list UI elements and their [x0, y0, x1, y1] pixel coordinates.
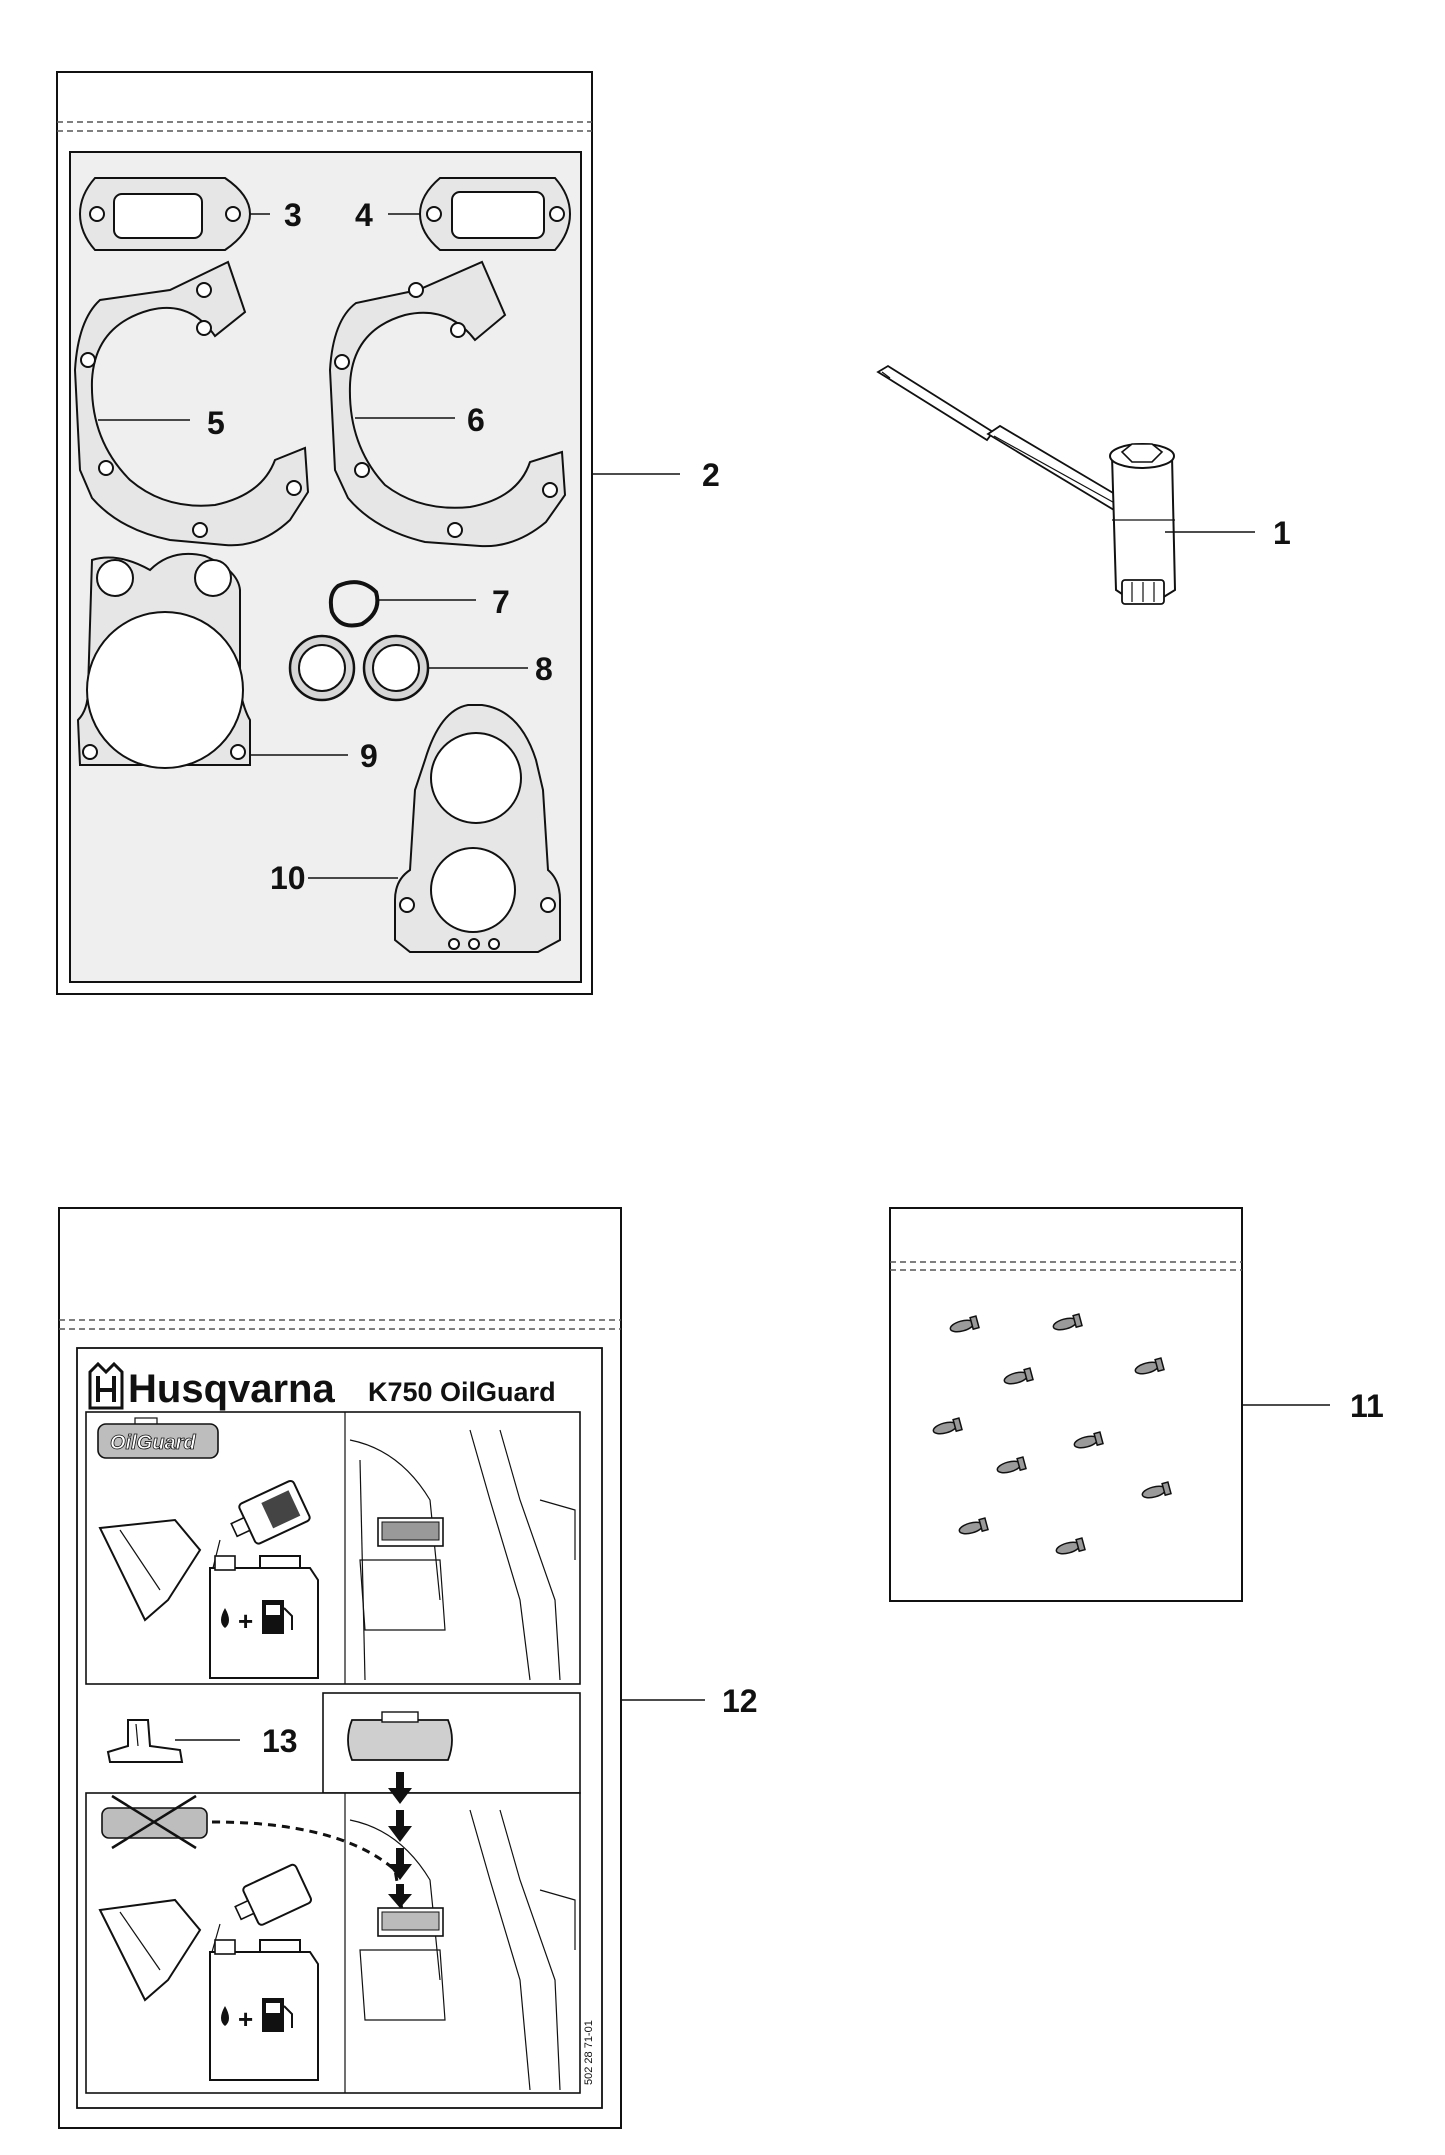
brand-name: Husqvarna [128, 1367, 335, 1411]
crankcase-gasket-6 [328, 260, 567, 548]
svg-text:+: + [238, 2004, 253, 2034]
exhaust-gasket-4 [418, 177, 572, 251]
oilguard-badge: OilGuard [110, 1432, 196, 1454]
cylinder-base-gasket-9 [76, 552, 251, 769]
callout-3: 3 [284, 197, 302, 233]
model-name: K750 OilGuard [368, 1377, 556, 1407]
callout-1: 1 [1273, 515, 1291, 551]
callout-2: 2 [702, 457, 720, 493]
oilguard-clip-13 [106, 1719, 184, 1763]
crankcase-gasket-5 [73, 260, 310, 547]
instruction-panel-remove-badge: + 502 28 71-01 [85, 1792, 595, 2094]
fuel-pump-icon [262, 1600, 293, 1634]
callout-13: 13 [262, 1723, 298, 1759]
callout-4: 4 [355, 197, 373, 233]
oil-drop-icon [221, 1608, 229, 1628]
svg-text:+: + [238, 1606, 253, 1636]
callout-8: 8 [535, 651, 553, 687]
intake-gasket-10 [394, 704, 561, 953]
callout-5: 5 [207, 405, 225, 441]
instruction-panel-cap [322, 1692, 581, 1794]
plastic-screws-11 [932, 1313, 1172, 1555]
callout-10: 10 [270, 860, 306, 896]
part-number-print: 502 28 71-01 [583, 2020, 595, 2085]
shaft-seals-8 [288, 634, 430, 702]
callout-11: 11 [1350, 1388, 1384, 1424]
instruction-panel-add-oil: OilGuard + [85, 1411, 581, 1685]
down-arrow-icon [388, 1772, 412, 1908]
screw-bag [889, 1207, 1243, 1602]
callout-12: 12 [722, 1683, 758, 1719]
husqvarna-crown-logo [88, 1361, 124, 1410]
exhaust-gasket-3 [78, 177, 252, 251]
callout-6: 6 [467, 402, 485, 438]
spark-plug-wrench-1 [876, 364, 1177, 605]
machine-view-top [349, 1429, 576, 1681]
callout-7: 7 [492, 584, 510, 620]
o-ring-seal-7 [328, 580, 380, 628]
callout-9: 9 [360, 738, 378, 774]
